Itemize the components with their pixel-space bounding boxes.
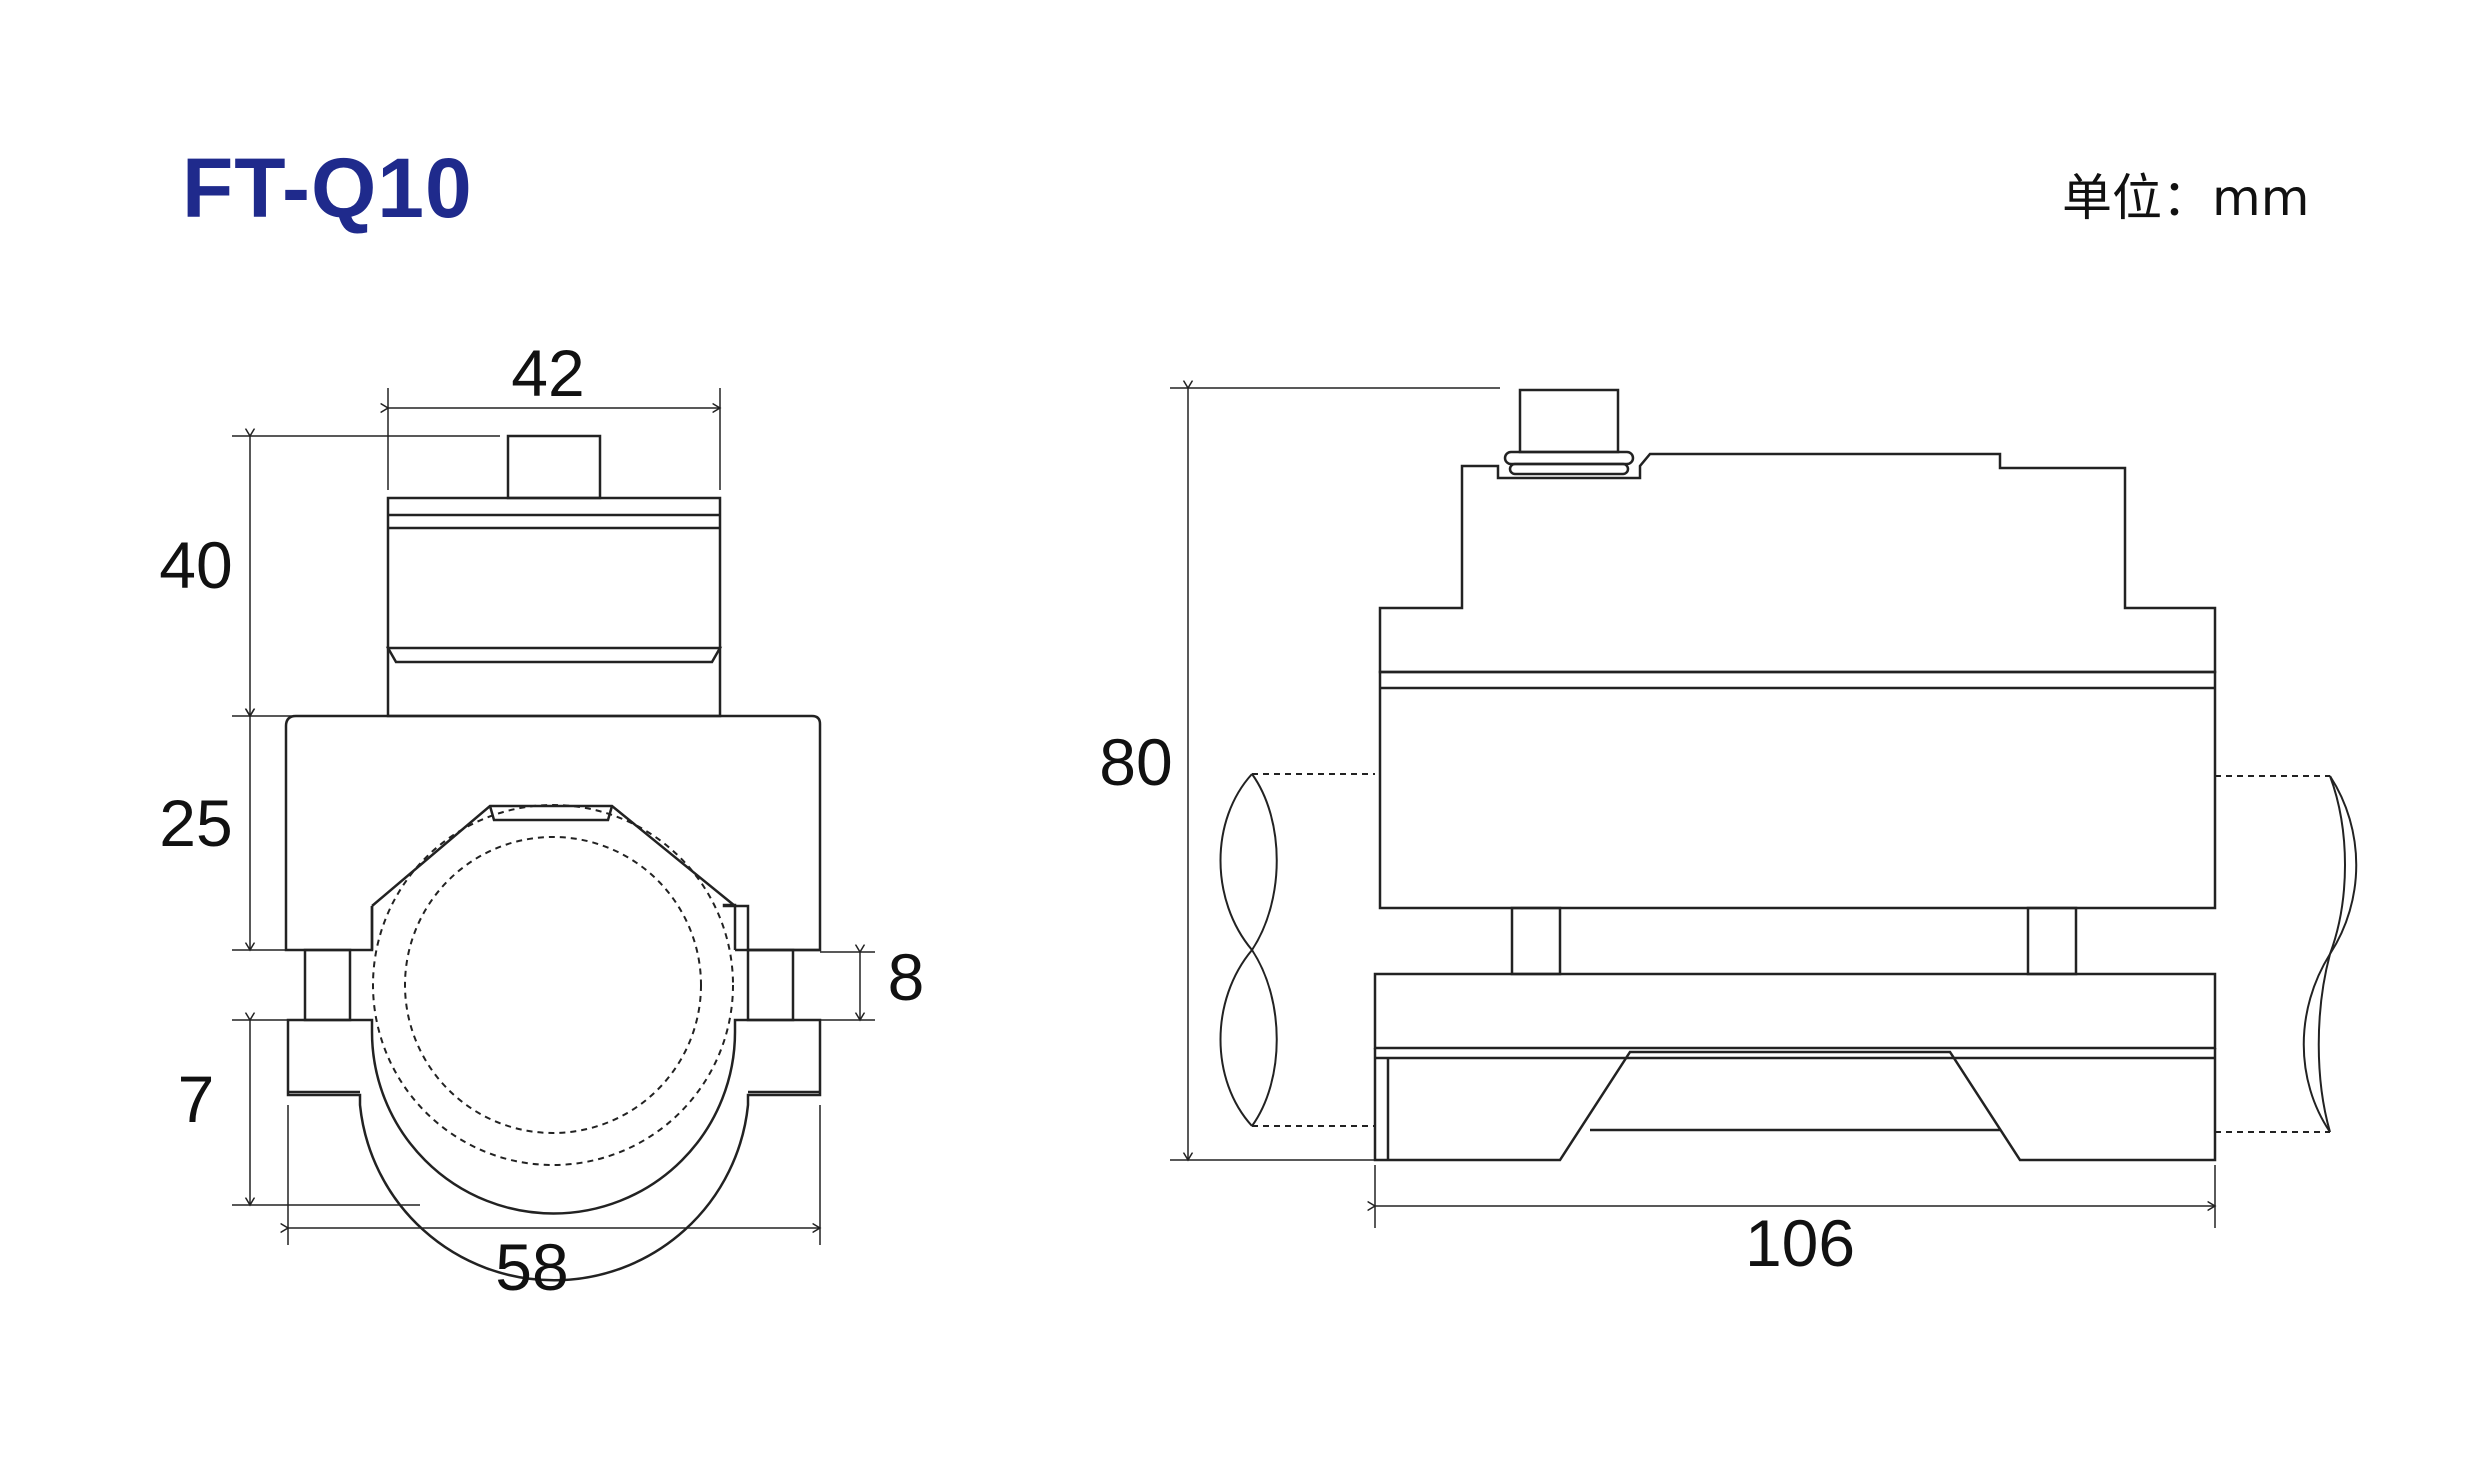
front-post-right: [746, 948, 795, 1022]
dim-25: 25: [159, 786, 232, 860]
model-title: FT-Q10: [182, 141, 473, 235]
dim-80: 80: [1099, 725, 1172, 799]
front-upper-clamp: [296, 714, 822, 952]
side-dimensions: [1170, 388, 2215, 1228]
front-dimensions: [232, 388, 875, 1245]
dim-106: 106: [1745, 1206, 1855, 1280]
front-knob: [506, 434, 602, 500]
side-view: [1219, 388, 2358, 1162]
side-main-block: [1378, 670, 2217, 910]
front-upper-box: [386, 496, 722, 718]
dim-58: 58: [495, 1230, 568, 1304]
dim-8: 8: [888, 940, 925, 1014]
front-lower-clamp: [286, 1018, 822, 1282]
side-post-right: [2026, 906, 2078, 976]
side-lower-clamp: [1373, 972, 2217, 1050]
side-top-housing: [1378, 452, 2217, 674]
dim-40: 40: [159, 528, 232, 602]
side-knob: [1518, 388, 1620, 454]
front-post-left: [303, 948, 352, 1022]
front-view: [284, 434, 822, 1282]
dim-7: 7: [178, 1062, 215, 1136]
side-post-left: [1510, 906, 1562, 976]
unit-label: 单位：mm: [2062, 169, 2310, 227]
dim-42: 42: [511, 336, 584, 410]
